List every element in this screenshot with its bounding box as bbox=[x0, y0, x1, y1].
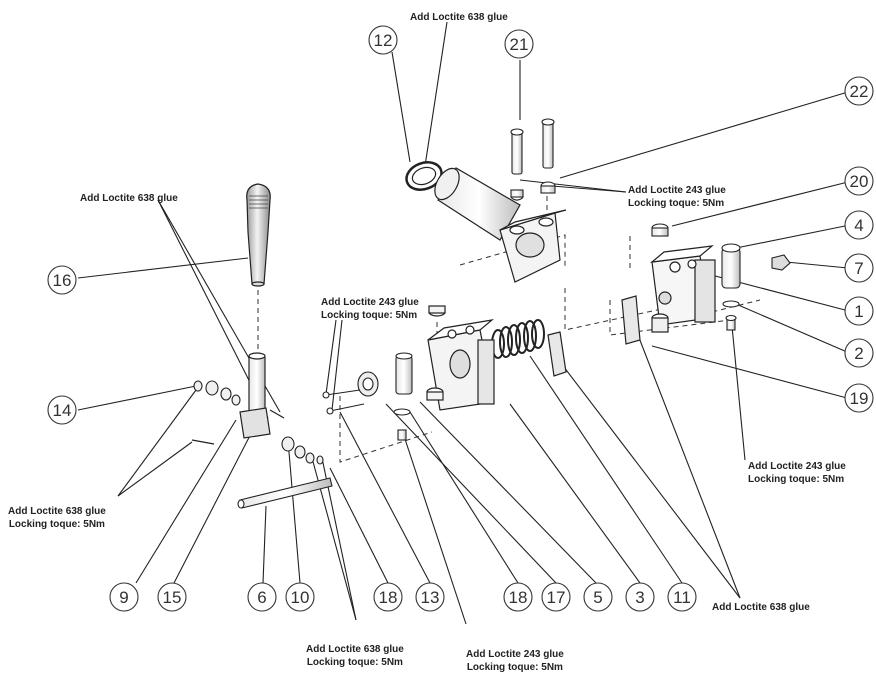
callout-1 bbox=[844, 296, 874, 326]
callout-label: 11 bbox=[673, 588, 691, 607]
callout-label: 5 bbox=[593, 588, 602, 607]
callout-label: 12 bbox=[374, 31, 393, 50]
callout-label: 18 bbox=[509, 588, 528, 607]
callout-3 bbox=[625, 582, 655, 612]
callout-label: 3 bbox=[635, 588, 644, 607]
washers bbox=[193, 380, 324, 465]
note-line: Add Loctite 243 glue bbox=[466, 649, 564, 660]
callout-17 bbox=[541, 582, 571, 612]
callout-2 bbox=[844, 338, 874, 368]
spring bbox=[491, 319, 545, 359]
note-bottom-mid: Add Loctite 243 glue Locking toque: 5Nm bbox=[466, 648, 564, 674]
callout-18a bbox=[373, 582, 403, 612]
note-mid: Add Loctite 243 glue Locking toque: 5Nm bbox=[321, 296, 419, 322]
bushing-and-pin bbox=[322, 352, 413, 441]
callout-11 bbox=[667, 582, 697, 612]
callout-21 bbox=[504, 29, 534, 59]
note-line: Locking toque: 5Nm bbox=[466, 662, 563, 673]
note-line: Locking toque: 5Nm bbox=[306, 657, 403, 668]
note-line: Add Loctite 638 glue bbox=[306, 644, 404, 655]
callout-14 bbox=[47, 395, 77, 425]
note-line: Locking toque: 5Nm bbox=[748, 474, 845, 485]
callout-label: 15 bbox=[163, 588, 182, 607]
rubber-pads bbox=[547, 295, 669, 377]
shift-knob bbox=[246, 183, 271, 287]
callout-18b bbox=[503, 582, 533, 612]
callout-label: 21 bbox=[510, 35, 529, 54]
small-parts-right bbox=[651, 223, 791, 331]
shaft bbox=[237, 477, 333, 509]
callout-label: 1 bbox=[854, 302, 863, 321]
right-housing bbox=[650, 245, 716, 326]
callout-label: 2 bbox=[854, 344, 863, 363]
callout-22 bbox=[844, 76, 874, 106]
callout-label: 17 bbox=[547, 588, 566, 607]
callout-bubbles bbox=[47, 25, 874, 612]
callout-label: 16 bbox=[53, 271, 72, 290]
callout-6 bbox=[247, 582, 277, 612]
tube bbox=[434, 167, 521, 241]
callout-label: 9 bbox=[119, 588, 128, 607]
callout-label: 13 bbox=[421, 588, 440, 607]
callout-7 bbox=[844, 253, 874, 283]
note-line: Locking toque: 5Nm bbox=[628, 198, 725, 209]
callout-9 bbox=[109, 582, 139, 612]
callout-5 bbox=[583, 582, 613, 612]
bolts-21-22 bbox=[510, 118, 556, 201]
lever-stem bbox=[191, 352, 285, 445]
callout-10 bbox=[285, 582, 315, 612]
callout-label: 6 bbox=[257, 588, 266, 607]
callout-16 bbox=[47, 265, 77, 295]
note-line: Locking toque: 5Nm bbox=[321, 310, 418, 321]
note-right-lower: Add Loctite 243 glue Locking toque: 5Nm bbox=[748, 460, 846, 486]
upper-housing bbox=[499, 209, 567, 283]
note-bottom-right: Add Loctite 638 glue bbox=[712, 602, 810, 613]
callout-label: 7 bbox=[854, 259, 863, 278]
callout-19 bbox=[844, 383, 874, 413]
callout-label: 10 bbox=[291, 588, 310, 607]
callout-12 bbox=[368, 25, 398, 55]
note-upper-right: Add Loctite 243 glue Locking toque: 5Nm bbox=[628, 184, 726, 210]
callout-label: 4 bbox=[854, 216, 863, 235]
callout-4 bbox=[844, 210, 874, 240]
sleeve-ring bbox=[405, 161, 443, 191]
note-line: Locking toque: 5Nm bbox=[8, 519, 105, 530]
note-bottom-left: Add Loctite 638 glue Locking toque: 5Nm bbox=[306, 643, 404, 669]
callout-label: 20 bbox=[850, 172, 869, 191]
callout-numbers: 12 21 22 20 4 7 1 2 19 16 14 9 15 6 10 1… bbox=[53, 31, 869, 607]
callout-label: 22 bbox=[850, 82, 869, 101]
lower-housing bbox=[426, 305, 495, 411]
note-top: Add Loctite 638 glue bbox=[410, 12, 508, 23]
leader-lines bbox=[77, 21, 849, 625]
note-line: Add Loctite 243 glue bbox=[321, 297, 419, 308]
callout-label: 14 bbox=[53, 401, 72, 420]
note-left-lower: Add Loctite 638 glue Locking toque: 5Nm bbox=[8, 505, 106, 531]
note-line: Add Loctite 638 glue bbox=[8, 506, 106, 517]
callout-label: 19 bbox=[850, 389, 869, 408]
callout-13 bbox=[415, 582, 445, 612]
callout-15 bbox=[157, 582, 187, 612]
note-left-top: Add Loctite 638 glue bbox=[80, 193, 178, 204]
callout-20 bbox=[844, 166, 874, 196]
callout-label: 18 bbox=[379, 588, 398, 607]
note-line: Add Loctite 243 glue bbox=[628, 185, 726, 196]
note-line: Add Loctite 243 glue bbox=[748, 461, 846, 472]
